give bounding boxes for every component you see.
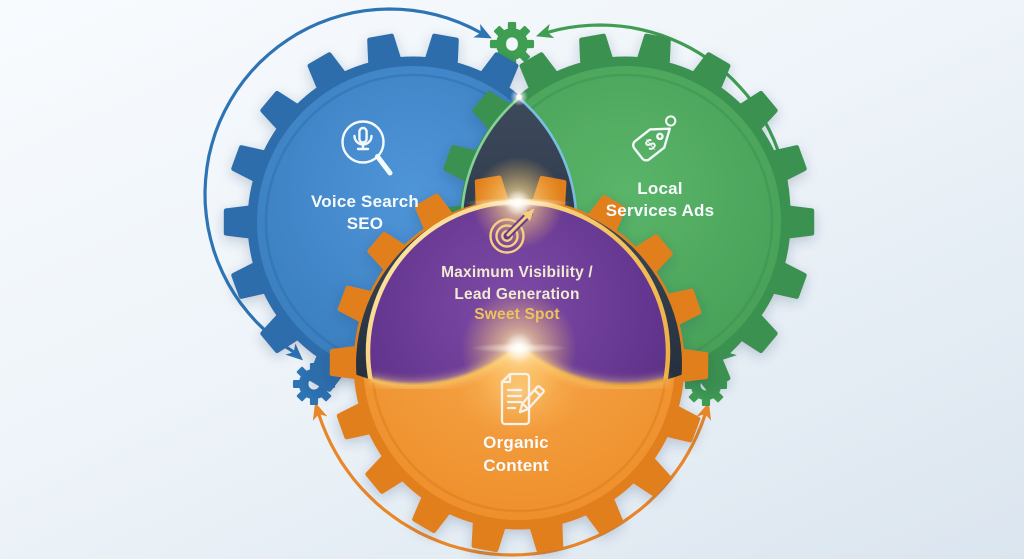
local-services-ads-label: Local [637, 179, 682, 198]
target-arrow-icon [489, 208, 535, 254]
local-services-ads-label-line2: Services Ads [606, 201, 715, 220]
organic-content-label: Organic [483, 433, 549, 452]
organic-cycle [312, 402, 712, 557]
voice-search-cycle [203, 7, 492, 361]
arrowhead [285, 343, 303, 361]
voice-search-icon [341, 120, 393, 176]
top-connector-gear-icon [489, 21, 535, 67]
sweet-spot-label-line2: Lead Generation [454, 286, 579, 303]
arrowhead [535, 23, 555, 39]
organic-content-label-line2: Content [483, 456, 549, 475]
sweet-spot-label-line1: Maximum Visibility / [441, 264, 593, 281]
light-glows [457, 88, 581, 436]
voice-search-seo-label: Voice Search [311, 192, 419, 211]
arrowhead [312, 402, 328, 421]
arrowhead [473, 24, 492, 39]
arrowhead [696, 402, 712, 421]
voice-search-seo-label-line2: SEO [347, 214, 384, 233]
sweet-spot-label-line3: Sweet Spot [474, 306, 560, 323]
arrowhead [719, 344, 737, 361]
content-writing-icon [500, 372, 545, 426]
